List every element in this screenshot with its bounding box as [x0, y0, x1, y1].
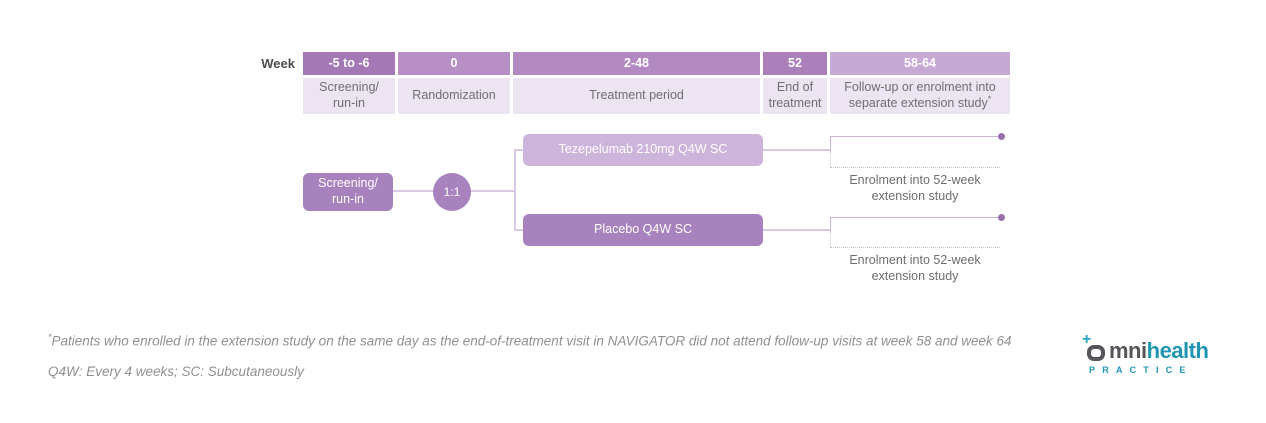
- omnihealth-o-symbol: +: [1082, 332, 1109, 363]
- phase-label: Randomization: [412, 88, 496, 103]
- enrolment-dotted-line: [830, 167, 1000, 168]
- phase-cell-randomization: Randomization: [398, 78, 510, 114]
- week-axis-label: Week: [261, 56, 295, 71]
- connector-line: [763, 149, 830, 151]
- enrolment-outcome-label: Enrolment into 52-week extension study: [849, 253, 981, 284]
- screening-run-in-box: Screening/ run-in: [303, 173, 393, 211]
- footnote-extension-study: *Patients who enrolled in the extension …: [48, 332, 1012, 349]
- follow-up-line: [830, 217, 998, 218]
- o-glyph-icon: [1087, 345, 1105, 361]
- omnihealth-logo: + mni health PRACTICE: [1082, 332, 1216, 376]
- phase-cell-end-of-treatment: End of treatment: [763, 78, 827, 114]
- branch-line: [514, 150, 516, 231]
- connector-line: [514, 229, 524, 231]
- connector-line: [393, 190, 433, 192]
- plus-icon: +: [1082, 331, 1092, 348]
- phase-cell-follow-up: Follow-up or enrolment into separate ext…: [830, 78, 1010, 114]
- tezepelumab-arm-box: Tezepelumab 210mg Q4W SC: [523, 134, 763, 166]
- follow-up-line: [830, 136, 998, 137]
- logo-text-teal: health: [1146, 337, 1209, 363]
- week-header-screening: -5 to -6: [303, 52, 395, 75]
- placebo-arm-box: Placebo Q4W SC: [523, 214, 763, 246]
- phase-label: Treatment period: [589, 88, 684, 103]
- phase-cell-screening: Screening/ run-in: [303, 78, 395, 114]
- enrolment-dotted-line: [830, 231, 831, 247]
- footnote-marker: *: [48, 332, 52, 342]
- enrolment-dotted-line: [830, 247, 1000, 248]
- phase-label: Screening/ run-in: [319, 80, 379, 110]
- connector-line: [763, 229, 830, 231]
- footnote-abbreviations: Q4W: Every 4 weeks; SC: Subcutaneously: [48, 364, 304, 379]
- follow-up-line: [830, 136, 831, 151]
- enrolment-outcome-label: Enrolment into 52-week extension study: [849, 173, 981, 204]
- week-header-treatment: 2-48: [513, 52, 760, 75]
- connector-line: [514, 149, 524, 151]
- follow-up-line: [830, 217, 831, 231]
- endpoint-dot: [998, 214, 1005, 221]
- week-header-randomization: 0: [398, 52, 510, 75]
- footnote-marker: *: [987, 94, 992, 105]
- endpoint-dot: [998, 133, 1005, 140]
- phase-label: Follow-up or enrolment into separate ext…: [844, 79, 996, 111]
- phase-cell-treatment: Treatment period: [513, 78, 760, 114]
- footnote-text: Q4W: Every 4 weeks; SC: Subcutaneously: [48, 364, 304, 379]
- week-header-follow-up: 58-64: [830, 52, 1010, 75]
- connector-line: [471, 190, 516, 192]
- logo-practice-text: PRACTICE: [1089, 365, 1193, 375]
- footnote-text: Patients who enrolled in the extension s…: [51, 333, 1012, 349]
- randomization-ratio-node: 1:1: [433, 173, 471, 211]
- phase-label: End of treatment: [768, 80, 822, 110]
- week-header-end-of-treatment: 52: [763, 52, 827, 75]
- omnihealth-wordmark: + mni health: [1082, 332, 1216, 363]
- logo-text-gray: mni: [1109, 337, 1147, 363]
- enrolment-dotted-line: [830, 151, 831, 167]
